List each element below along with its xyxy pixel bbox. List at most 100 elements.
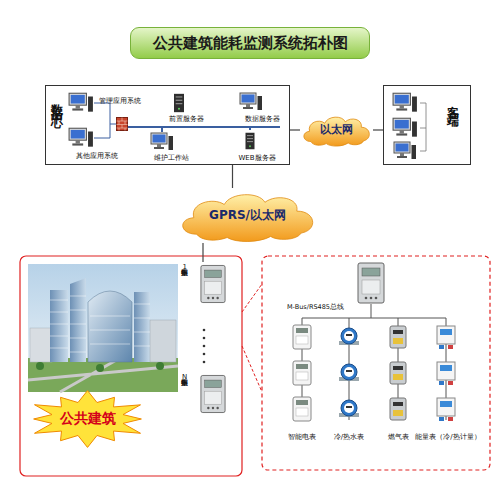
node-text: 数据服务器	[245, 116, 280, 124]
meter-icon	[437, 398, 455, 421]
building-illustration	[96, 364, 104, 372]
ellipsis-dots	[203, 345, 206, 348]
ellipsis-dots	[203, 353, 206, 356]
lan-bus	[94, 103, 116, 124]
computer-icon	[69, 93, 93, 111]
ellipsis-dots	[203, 361, 206, 364]
node-text: 公共建筑	[60, 411, 116, 426]
meter-icon	[339, 400, 359, 417]
system-label: 其他应用系统	[74, 151, 120, 163]
data-concentrator: 数据集中器1	[180, 262, 226, 308]
meter-icon	[293, 397, 311, 421]
concentrator-icon	[201, 265, 225, 302]
meter-icon	[339, 328, 359, 345]
node-text: 数据集中器1	[180, 263, 188, 271]
node-text: 前置服务器	[169, 116, 204, 124]
ellipsis-dots	[203, 337, 206, 340]
computer-icon	[393, 93, 417, 111]
building-illustration	[50, 296, 150, 352]
meter-icon	[293, 325, 455, 421]
meter-icon	[390, 362, 406, 384]
building-illustration	[28, 264, 178, 392]
node-text: 其他应用系统	[76, 153, 118, 161]
meter-icon	[293, 361, 311, 385]
meter-caption: 燃气表	[378, 434, 418, 442]
data-center-box: 数据中心 管理应用系统其他应用系统 前置服务器 数据服务器维护工作站 WEB服务器	[45, 85, 290, 165]
network-link	[373, 129, 383, 130]
lan-bus	[128, 126, 280, 128]
network-link	[232, 165, 233, 188]
lan-bus	[249, 127, 251, 130]
ellipsis-dots	[203, 329, 206, 364]
diagram-title: 公共建筑能耗监测系统拓朴图	[130, 27, 370, 59]
meter-caption: 智能电表	[282, 434, 322, 442]
network-link	[202, 243, 203, 262]
meter-icon	[339, 364, 359, 381]
building-illustration	[36, 362, 44, 370]
building-illustration	[88, 291, 132, 362]
concentrator-icon	[358, 263, 384, 303]
lan-bus	[94, 103, 280, 138]
building-illustration	[28, 264, 178, 392]
node-text: 管理应用系统	[99, 98, 141, 106]
cloud-shape	[304, 117, 369, 146]
building-illustration	[134, 292, 150, 362]
building-illustration	[28, 358, 178, 392]
network-cloud: GPRS/以太网	[175, 188, 320, 243]
client-box: 客户端	[383, 85, 471, 165]
node-text: 数据中心	[50, 94, 63, 110]
field-bus	[302, 304, 446, 420]
detail-panel	[262, 256, 490, 470]
cloud-shape	[183, 195, 313, 242]
concentrator-icon	[200, 264, 226, 304]
building-illustration	[156, 362, 164, 370]
meter-icon	[390, 398, 406, 420]
data-concentrator: 数据集中器N	[180, 372, 226, 422]
server-label: 数据服务器	[241, 114, 283, 125]
workstation-label: 维护工作站	[150, 153, 192, 164]
building-illustration	[50, 290, 68, 362]
client-wire	[420, 103, 426, 151]
field-bus	[302, 304, 446, 420]
building-illustration	[30, 328, 52, 362]
computer-icon	[69, 93, 262, 150]
node-text: 数据集中器N	[180, 373, 188, 381]
computer-icon	[240, 93, 262, 110]
building-panel	[20, 256, 242, 476]
meter-icon	[293, 325, 311, 349]
concentrator-icon	[200, 374, 226, 414]
meter-icon	[437, 362, 455, 385]
computer-icon	[69, 128, 93, 146]
computer-icon	[393, 118, 417, 136]
network-link	[290, 129, 300, 130]
computer-icon	[151, 133, 173, 150]
concentrator-icon	[201, 375, 225, 412]
callout-burst: 公共建筑	[25, 390, 150, 448]
node-text: 以太网	[320, 124, 353, 136]
building-illustration	[28, 358, 178, 392]
meter-icon	[390, 326, 406, 348]
meter-caption: 冷/热水表	[327, 434, 371, 442]
meter-caption: 能量表（冷/热计量）	[410, 434, 486, 442]
node-text: 维护工作站	[154, 155, 189, 163]
server-label: 前置服务器	[165, 114, 207, 125]
building-illustration	[150, 320, 176, 362]
lan-bus	[161, 127, 163, 132]
computer-icon	[394, 142, 416, 159]
node-text: GPRS/以太网	[209, 209, 286, 222]
server-icon	[246, 133, 255, 150]
server-label: WEB服务器	[233, 153, 281, 164]
network-cloud: 以太网	[300, 113, 373, 147]
system-label: 管理应用系统	[97, 96, 143, 108]
firewall-icon	[117, 118, 128, 131]
lan-bus	[94, 124, 110, 138]
zoom-lines	[242, 284, 262, 392]
node-text: WEB服务器	[238, 155, 275, 163]
bus-label: M-Bus/RS485总线	[287, 304, 367, 311]
burst-shape	[34, 391, 142, 448]
computer-icon	[393, 93, 426, 159]
ellipsis-dots	[203, 329, 206, 332]
node-text: 客户端	[446, 96, 459, 108]
server-icon	[174, 94, 184, 112]
building-illustration	[70, 278, 86, 362]
